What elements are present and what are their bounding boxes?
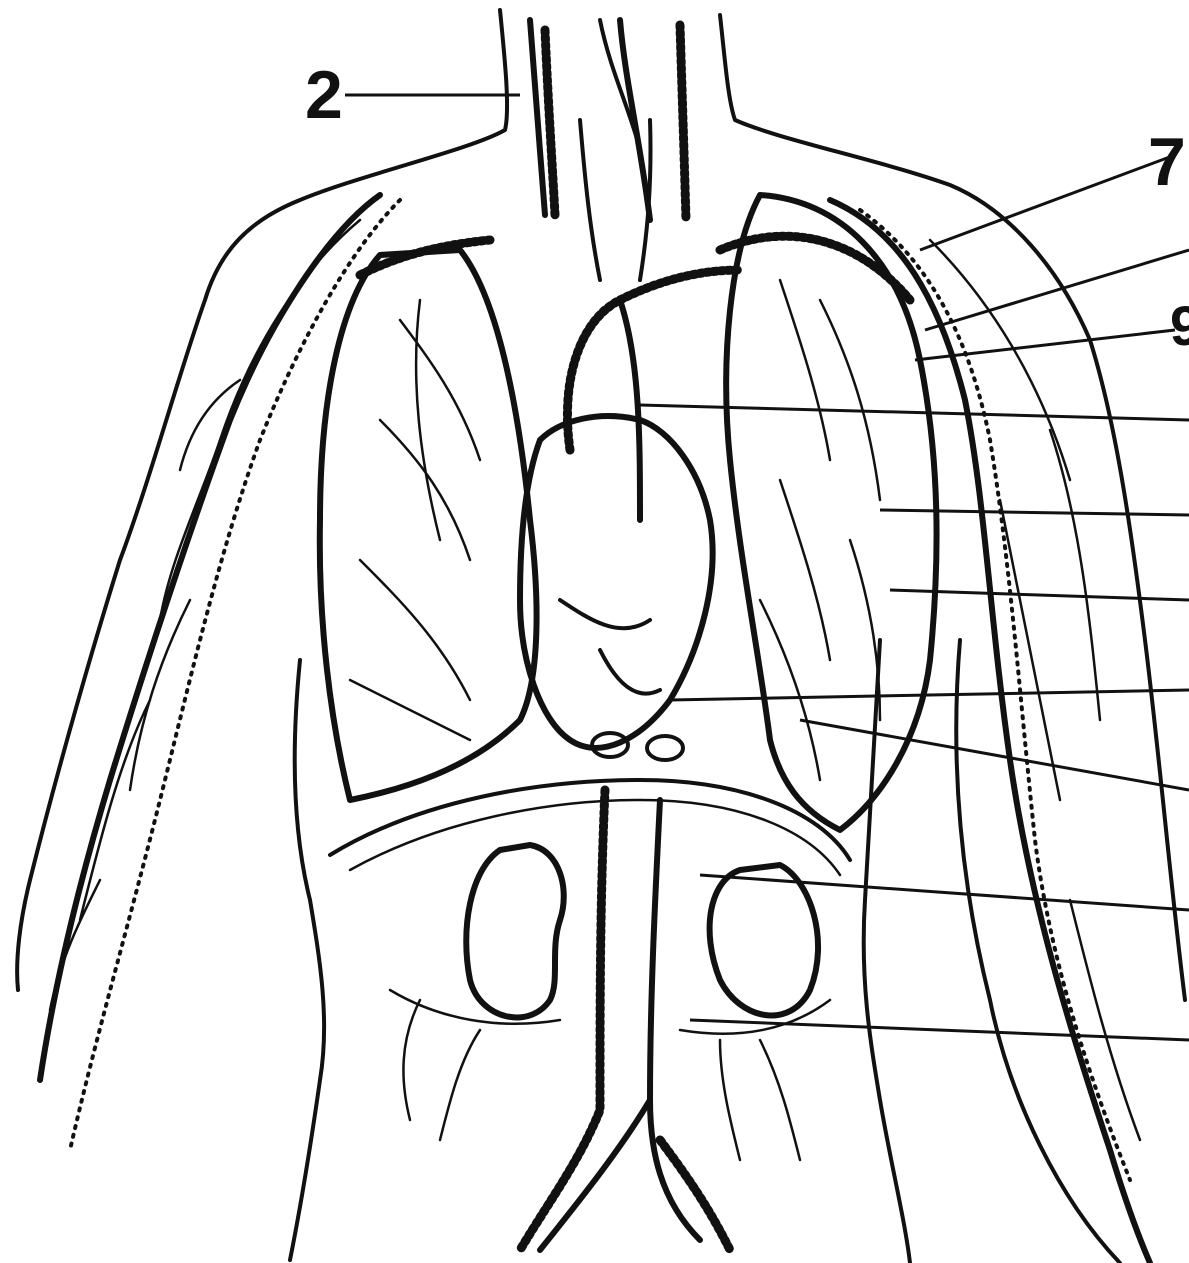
left-kidney: [466, 845, 564, 1017]
leader-8: [925, 250, 1189, 330]
leader-13: [670, 690, 1189, 700]
heart: [520, 416, 713, 760]
number-labels: 2 7 9: [305, 57, 1189, 357]
diaphragm: [330, 780, 850, 860]
right-lung: [720, 195, 937, 830]
neck-vessels: [530, 20, 686, 220]
left-lung: [320, 240, 537, 800]
leader-9: [915, 330, 1175, 360]
label-2: 2: [305, 57, 343, 133]
leader-14: [800, 720, 1189, 790]
aortic-arch: [567, 270, 740, 520]
leader-11: [880, 510, 1189, 515]
right-kidney: [710, 865, 818, 1015]
left-arm-vessels: [40, 195, 400, 1150]
heart-apex-right: [647, 736, 683, 760]
right-arm-vessels: [830, 200, 1150, 1263]
leader-15: [700, 875, 1189, 910]
label-9: 9: [1170, 294, 1189, 357]
leader-7: [920, 155, 1175, 250]
label-7: 7: [1148, 124, 1186, 200]
